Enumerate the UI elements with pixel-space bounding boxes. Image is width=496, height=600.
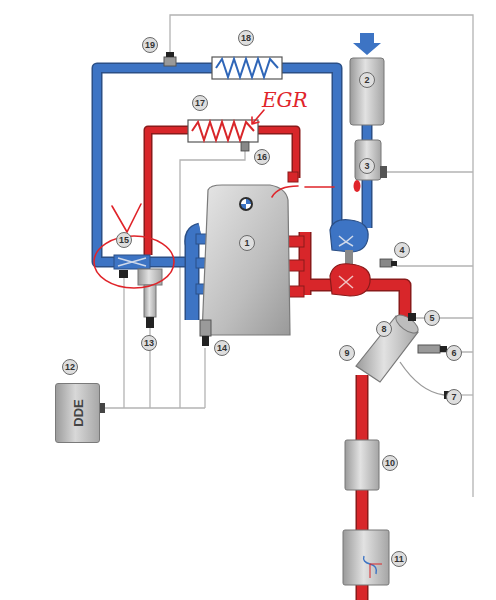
air-mass-meter [355, 140, 387, 180]
callout-number: 19 [142, 37, 158, 53]
particulate-filter [356, 312, 451, 399]
callout-number: 17 [192, 95, 208, 111]
air-filter [350, 33, 384, 125]
callout-number: 15 [116, 232, 132, 248]
node-label: DDE [70, 399, 85, 426]
callout-number: 9 [339, 345, 355, 361]
engine-block [202, 185, 290, 335]
callout-number: 14 [214, 340, 230, 356]
egr-cooler [188, 120, 258, 151]
hand-mark [354, 180, 361, 192]
callout-number: 3 [359, 158, 375, 174]
wiring [100, 15, 473, 497]
callout-number: 13 [141, 335, 157, 351]
egr-valve [114, 255, 162, 328]
handwritten-note: EGR [262, 88, 308, 112]
pressure-sensor [164, 52, 176, 66]
callout-number: 1 [239, 235, 255, 251]
callout-number: 18 [238, 30, 254, 46]
control-unit: DDE [55, 383, 100, 443]
callout-number: 8 [376, 321, 392, 337]
callout-number: 7 [446, 389, 462, 405]
callout-number: 5 [424, 310, 440, 326]
callout-number: 6 [446, 345, 462, 361]
hand-annotation [94, 110, 334, 288]
callout-number: 12 [62, 359, 78, 375]
callout-number: 2 [359, 72, 375, 88]
charge-air-cooler [212, 57, 282, 79]
exhaust-runners [288, 172, 304, 297]
callout-number: 11 [391, 551, 407, 567]
turbocharger [330, 220, 397, 296]
callout-number: 16 [254, 149, 270, 165]
callout-number: 4 [394, 242, 410, 258]
callout-number: 10 [382, 455, 398, 471]
boost-pressure-sensor [200, 320, 211, 346]
